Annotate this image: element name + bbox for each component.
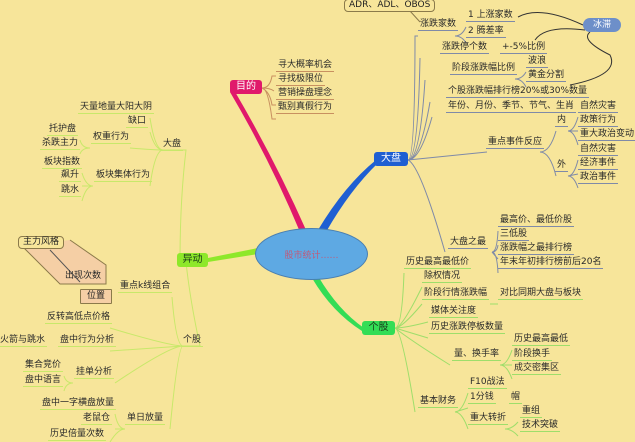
weight-item[interactable]: 杀跌主力 [40, 138, 81, 150]
ranking-node[interactable]: 个股涨跌幅排行榜20%或30%数量 [446, 86, 590, 98]
market-node[interactable]: 大盘 [374, 152, 408, 166]
finance-node[interactable]: 基本财务 [418, 396, 459, 408]
stage-ratio-node[interactable]: 阶段涨跌幅比例 [450, 63, 518, 75]
intraday-item[interactable]: 火箭与跳水 [0, 335, 48, 347]
ice-label[interactable]: 冰滞 [583, 18, 621, 32]
stock-node[interactable]: 个股 [362, 321, 395, 335]
kline-count[interactable]: 出现次数 [65, 271, 102, 281]
turn-item[interactable]: 技术突破 [520, 420, 561, 432]
kline-style-note[interactable]: 主力风格 [18, 236, 65, 249]
events-outer-node[interactable]: 外 [555, 160, 569, 172]
stock-compare[interactable]: 对比同期大盘与板块 [498, 288, 584, 300]
sector-node[interactable]: 板块集体行为 [94, 170, 153, 182]
calendar-node[interactable]: 年份、月份、季节、节气、生肖 [446, 101, 577, 113]
events-inner-item[interactable]: 自然灾害 [578, 101, 619, 113]
events-inner-item[interactable]: 政策行为 [578, 115, 619, 127]
limit-count-item[interactable]: +-5%比例 [500, 42, 548, 54]
events-outer-item[interactable]: 经济事件 [578, 158, 619, 170]
turn-node[interactable]: 重大转折 [468, 413, 509, 425]
volume-item[interactable]: 阶段换手 [512, 349, 553, 361]
weight-node[interactable]: 权重行为 [91, 132, 132, 144]
stage-ratio-item[interactable]: 黄金分割 [526, 70, 567, 82]
advance-decline-node[interactable]: 涨跌家数 [418, 19, 459, 31]
extremes-item[interactable]: 三低股 [498, 229, 530, 241]
orders-item[interactable]: 盘中语言 [23, 375, 64, 387]
daily-item[interactable]: 历史倍量次数 [48, 429, 107, 441]
extremes-item[interactable]: 最高价、最低价股 [498, 215, 575, 227]
extremes-node[interactable]: 大盘之最 [448, 237, 489, 249]
events-node[interactable]: 重点事件反应 [486, 137, 545, 149]
sector-item[interactable]: 跳水 [59, 185, 82, 197]
purpose-item[interactable]: 寻大概率机会 [276, 60, 335, 72]
central-topic[interactable]: 股市统计…… [255, 228, 368, 280]
daily-item[interactable]: 老鼠仓 [81, 413, 113, 425]
daily-item[interactable]: 盘中一字横盘放量 [40, 398, 117, 410]
volume-node[interactable]: 量、换手率 [452, 349, 502, 361]
stock-item[interactable]: 历史最高最低价 [404, 257, 472, 269]
anomaly-node[interactable]: 异动 [177, 253, 208, 267]
stock-item[interactable]: 媒体关注度 [429, 306, 479, 318]
anomaly-stock-node[interactable]: 个股 [181, 335, 204, 347]
events-outer-item[interactable]: 自然灾害 [578, 144, 619, 156]
orders-item[interactable]: 集合竞价 [23, 360, 64, 372]
central-topic-label: 股市统计…… [284, 250, 339, 261]
anomaly-market-node[interactable]: 大盘 [161, 139, 184, 151]
kline-node[interactable]: 重点k线组合 [118, 281, 173, 293]
reversal-node[interactable]: 反转高低点价格 [45, 312, 113, 324]
market-branch [318, 160, 378, 232]
intraday-node[interactable]: 盘中行为分析 [58, 335, 117, 347]
sector-item[interactable]: 飙升 [59, 170, 82, 182]
finance-penny[interactable]: 1分钱 [468, 392, 496, 404]
stock-item[interactable]: 阶段行情涨跌幅 [422, 288, 490, 300]
stock-branch [312, 276, 364, 331]
events-inner-item[interactable]: 重大政治变动 [578, 129, 635, 141]
extremes-item[interactable]: 年末年初排行榜前后20名 [498, 257, 604, 269]
daily-node[interactable]: 单日放量 [125, 413, 166, 425]
extremes-item[interactable]: 涨跌幅之最排行榜 [498, 243, 575, 255]
purpose-branch [230, 90, 306, 232]
kline-position-note[interactable]: 位置 [80, 289, 113, 304]
volume-item[interactable]: 历史最高最低 [512, 334, 571, 346]
purpose-node[interactable]: 目的 [230, 80, 262, 94]
events-outer-item[interactable]: 政治事件 [578, 172, 619, 184]
volume-item[interactable]: 成交密集区 [512, 363, 562, 375]
purpose-item[interactable]: 寻找极限位 [276, 74, 326, 86]
advance-decline-item[interactable]: 2 腾差率 [466, 26, 506, 38]
advance-decline-item[interactable]: 1 上涨家数 [466, 10, 515, 22]
sector-item[interactable]: 板块指数 [42, 157, 83, 169]
stock-item[interactable]: 除权情况 [422, 271, 463, 283]
limit-count-node[interactable]: 涨跌停个数 [440, 42, 490, 54]
stock-item[interactable]: 历史涨跌停板数量 [429, 322, 506, 334]
purpose-item[interactable]: 营销操盘理念 [276, 88, 335, 100]
finance-hat[interactable]: 帽 [509, 392, 523, 404]
anomaly-market-gap[interactable]: 缺口 [126, 116, 149, 128]
stage-ratio-item[interactable]: 波浪 [526, 56, 549, 68]
adr-note[interactable]: ADR、ADL、OBOS [344, 0, 436, 12]
anomaly-market-volume[interactable]: 天量地量大阳大阴 [78, 102, 155, 114]
turn-item[interactable]: 重组 [520, 406, 543, 418]
events-inner-node[interactable]: 内 [555, 115, 569, 127]
finance-f10[interactable]: F10战法 [468, 377, 507, 389]
anomaly-branch [208, 248, 258, 262]
orders-node[interactable]: 挂单分析 [74, 367, 115, 379]
purpose-item[interactable]: 甄别真假行为 [276, 102, 335, 114]
weight-item[interactable]: 托护盘 [47, 124, 79, 136]
